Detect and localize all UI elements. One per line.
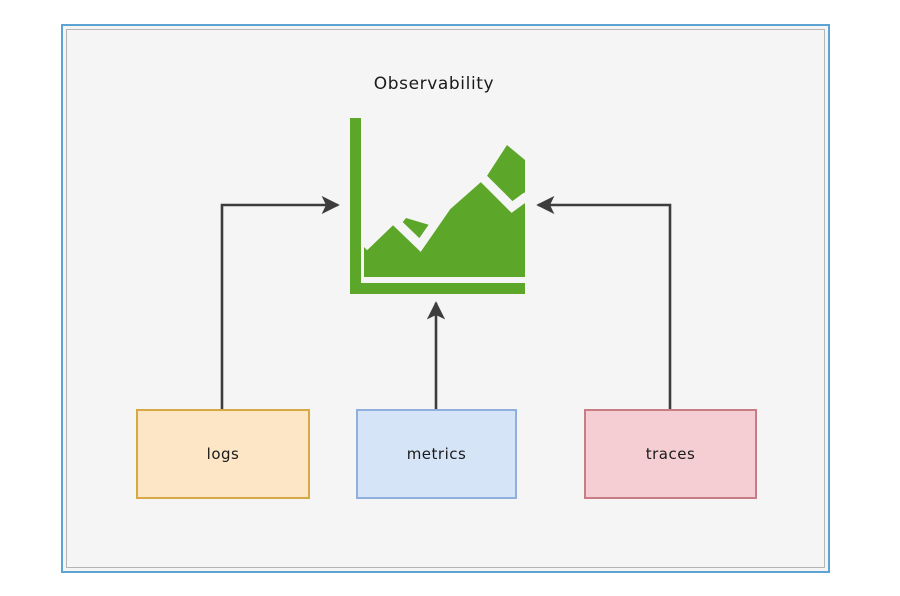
node-logs[interactable]: logs	[136, 409, 310, 499]
chart-series-front	[364, 176, 525, 278]
connector-logs-to-chart	[220, 195, 340, 409]
chart-series-divider	[360, 169, 530, 252]
chart-axis-gap	[360, 118, 364, 283]
connector-traces-to-chart	[536, 195, 672, 409]
node-traces-label: traces	[645, 445, 696, 463]
node-logs-label: logs	[206, 445, 240, 463]
page-title: Observability	[0, 74, 900, 94]
node-metrics[interactable]: metrics	[356, 409, 517, 499]
node-metrics-label: metrics	[406, 445, 467, 463]
chart-baseline-gap	[350, 277, 528, 283]
page-title-text: Observability	[373, 74, 495, 94]
node-traces[interactable]: traces	[584, 409, 757, 499]
